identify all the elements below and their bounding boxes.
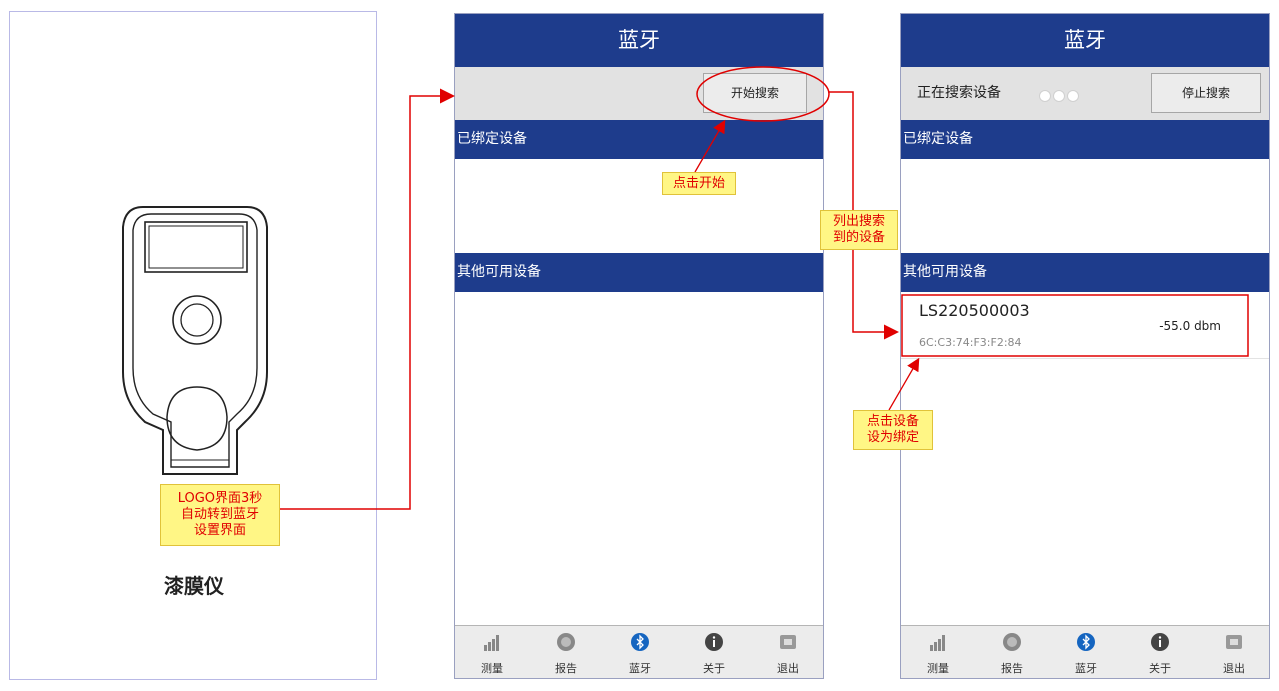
note-line: 到的设备 bbox=[832, 230, 885, 245]
signal-bars-icon bbox=[484, 635, 499, 651]
device-name-label: 漆膜仪 bbox=[164, 574, 224, 598]
bluetooth-screen-start: 蓝牙 开始搜索 已绑定设备 其他可用设备 测量 报告 蓝牙 关于 退出 bbox=[454, 13, 824, 679]
tab-bluetooth[interactable]: 蓝牙 bbox=[603, 626, 677, 678]
info-icon bbox=[1151, 633, 1169, 651]
tab-label: 测量 bbox=[481, 662, 503, 675]
search-bar: 开始搜索 bbox=[455, 67, 823, 120]
section-other-devices: 其他可用设备 bbox=[901, 253, 1269, 292]
note-click-start: 点击开始 bbox=[662, 172, 736, 195]
highlight-box bbox=[901, 294, 1249, 357]
tab-measure[interactable]: 测量 bbox=[455, 626, 529, 678]
tab-label: 测量 bbox=[927, 662, 949, 675]
search-status-text: 正在搜索设备 bbox=[917, 85, 1001, 101]
page-title: 蓝牙 bbox=[455, 14, 823, 67]
note-line: 设置界面 bbox=[193, 523, 246, 538]
loading-dots-icon bbox=[1039, 87, 1081, 106]
coating-gauge-device-icon bbox=[122, 206, 268, 475]
info-icon bbox=[705, 633, 723, 651]
tab-measure[interactable]: 测量 bbox=[901, 626, 975, 678]
section-bound-devices: 已绑定设备 bbox=[455, 120, 823, 159]
signal-bars-icon bbox=[930, 635, 945, 651]
note-logo-timeout: LOGO界面3秒 自动转到蓝牙 设置界面 bbox=[160, 484, 280, 546]
exit-icon bbox=[1226, 635, 1242, 649]
bluetooth-icon bbox=[631, 633, 649, 651]
tab-report[interactable]: 报告 bbox=[975, 626, 1049, 678]
highlight-ellipse bbox=[696, 66, 830, 122]
note-line: 自动转到蓝牙 bbox=[180, 507, 259, 522]
bluetooth-icon bbox=[1077, 633, 1095, 651]
tab-exit[interactable]: 退出 bbox=[1197, 626, 1269, 678]
bottom-tab-bar: 测量 报告 蓝牙 关于 退出 bbox=[455, 625, 823, 678]
note-list-found: 列出搜索 到的设备 bbox=[820, 210, 898, 250]
section-other-devices: 其他可用设备 bbox=[455, 253, 823, 292]
report-icon bbox=[1003, 633, 1021, 651]
logo-screen: 漆膜仪 bbox=[9, 11, 377, 680]
tab-label: 退出 bbox=[1223, 662, 1245, 675]
tab-label: 报告 bbox=[555, 662, 577, 675]
tab-bluetooth[interactable]: 蓝牙 bbox=[1049, 626, 1123, 678]
bottom-tab-bar: 测量 报告 蓝牙 关于 退出 bbox=[901, 625, 1269, 678]
tab-label: 蓝牙 bbox=[629, 662, 651, 675]
device-rssi: -55.0 dbm bbox=[1159, 319, 1221, 333]
search-bar: 正在搜索设备 停止搜索 bbox=[901, 67, 1269, 120]
arrow-click-start bbox=[694, 119, 726, 173]
stop-search-button[interactable]: 停止搜索 bbox=[1151, 73, 1261, 113]
tab-label: 报告 bbox=[1001, 662, 1023, 675]
note-line: 设为绑定 bbox=[866, 430, 919, 445]
tab-label: 关于 bbox=[703, 662, 725, 675]
list-item-device[interactable]: LS220500003 6C:C3:74:F3:F2:84 -55.0 dbm bbox=[901, 295, 1269, 359]
bluetooth-screen-searching: 蓝牙 正在搜索设备 停止搜索 已绑定设备 其他可用设备 LS220500003 … bbox=[900, 13, 1270, 679]
tab-about[interactable]: 关于 bbox=[677, 626, 751, 678]
note-click-device: 点击设备 设为绑定 bbox=[853, 410, 933, 450]
note-line: LOGO界面3秒 bbox=[177, 491, 263, 506]
device-name: LS220500003 bbox=[919, 301, 1030, 320]
note-line: 点击设备 bbox=[866, 414, 919, 429]
note-line: 列出搜索 bbox=[832, 214, 885, 229]
tab-label: 退出 bbox=[777, 662, 799, 675]
tab-exit[interactable]: 退出 bbox=[751, 626, 823, 678]
device-mac: 6C:C3:74:F3:F2:84 bbox=[919, 336, 1022, 349]
tab-label: 关于 bbox=[1149, 662, 1171, 675]
tab-label: 蓝牙 bbox=[1075, 662, 1097, 675]
start-search-button[interactable]: 开始搜索 bbox=[703, 73, 807, 113]
section-bound-devices: 已绑定设备 bbox=[901, 120, 1269, 159]
page-title: 蓝牙 bbox=[901, 14, 1269, 67]
arrow-click-device bbox=[888, 357, 920, 411]
report-icon bbox=[557, 633, 575, 651]
exit-icon bbox=[780, 635, 796, 649]
arrow-logo-to-bluetooth bbox=[280, 88, 455, 510]
tab-about[interactable]: 关于 bbox=[1123, 626, 1197, 678]
tab-report[interactable]: 报告 bbox=[529, 626, 603, 678]
